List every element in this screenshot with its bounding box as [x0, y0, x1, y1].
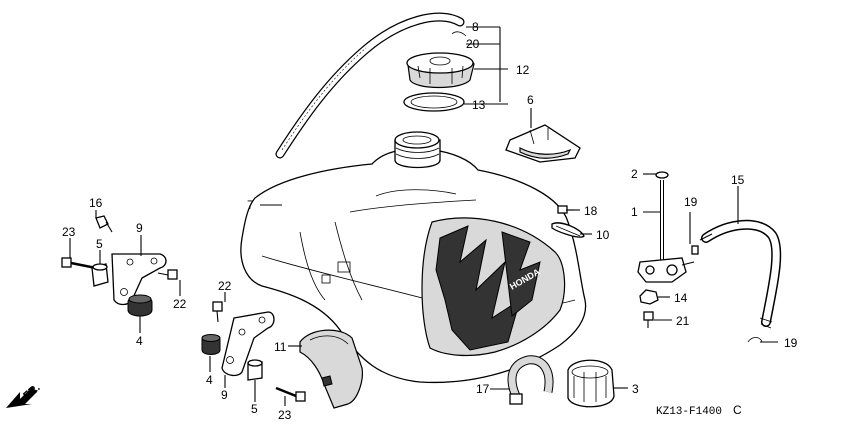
front-direction-arrow: FR. [6, 382, 43, 408]
callout-1: 1 [631, 205, 638, 219]
bracket-9-upper [111, 253, 167, 306]
callout-10: 10 [596, 228, 610, 242]
callout-2: 2 [631, 167, 638, 181]
cap-gasket [403, 92, 465, 112]
diagram-code: KZ13-F1400 C [656, 403, 742, 418]
bolt-23-upper [61, 257, 97, 270]
callout-16: 16 [89, 196, 103, 210]
callout-21: 21 [676, 314, 690, 328]
fuel-line [699, 219, 782, 343]
callout-23-lower: 23 [278, 408, 292, 422]
seat-strap [505, 124, 581, 163]
bolt-23-lower [275, 386, 306, 402]
callout-20: 20 [466, 37, 480, 51]
bolt-22-upper [157, 269, 178, 280]
cushion-4-lower [201, 334, 221, 355]
callout-4-upper: 4 [136, 334, 143, 348]
callout-13: 13 [472, 98, 486, 112]
callout-14: 14 [674, 291, 688, 305]
guide-3 [567, 359, 615, 408]
callout-19-lower: 19 [784, 336, 798, 350]
mount-rubber-10 [551, 222, 585, 238]
bolt-22-lower [212, 301, 223, 323]
callout-5-lower: 5 [251, 402, 258, 416]
callout-15: 15 [731, 173, 745, 187]
collar-5-lower [247, 359, 263, 381]
callout-5-upper: 5 [96, 237, 103, 251]
fuel-valve [637, 171, 699, 283]
fuel-cap [406, 52, 475, 89]
tube-clip [451, 31, 467, 37]
leader-lines [69, 26, 778, 406]
callout-12: 12 [516, 63, 530, 77]
diagram-revision: C [733, 403, 742, 417]
callout-9-lower: 9 [221, 388, 228, 402]
diagram-code-text: KZ13-F1400 [656, 406, 722, 418]
callout-18: 18 [584, 204, 598, 218]
tank-band-11 [299, 329, 363, 409]
callout-23-upper: 23 [62, 225, 76, 239]
callout-4-lower: 4 [206, 373, 213, 387]
callout-22-upper: 22 [173, 297, 187, 311]
callout-11: 11 [274, 340, 287, 354]
callout-8: 8 [472, 20, 479, 34]
callout-labels: 8 20 12 13 6 7 18 10 2 1 19 15 14 21 19 … [62, 20, 798, 422]
screw-21 [643, 311, 654, 328]
bracket-9-lower [221, 311, 275, 377]
strap-band-17 [507, 355, 554, 405]
breather-tube [275, 12, 467, 159]
callout-6: 6 [527, 93, 534, 107]
washer-nut-14 [639, 289, 659, 305]
callout-9-upper: 9 [136, 221, 143, 235]
callout-7: 7 [247, 198, 254, 212]
callout-3: 3 [632, 382, 639, 396]
callout-17: 17 [476, 382, 490, 396]
fuel-tank: HONDA [240, 131, 587, 384]
collar-5-upper [91, 263, 109, 287]
callout-19-upper: 19 [684, 195, 698, 209]
cushion-4-upper [127, 294, 153, 317]
callout-22-lower: 22 [218, 279, 232, 293]
bolt-16 [95, 215, 113, 233]
